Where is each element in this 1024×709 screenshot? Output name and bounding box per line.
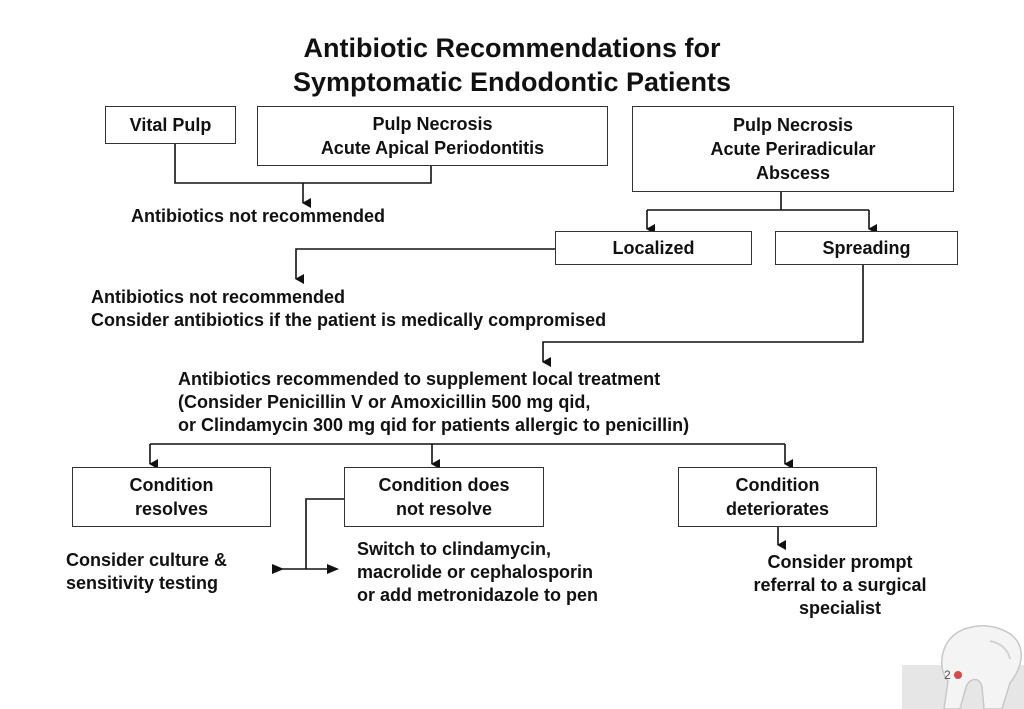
pulp-necrosis-abscess-box: Pulp Necrosis Acute Periradicular Absces… [632,106,954,192]
localized-label: Localized [612,238,695,258]
culture-line-2: sensitivity testing [66,573,219,593]
title-line-2: Symptomatic Endodontic Patients [292,67,732,97]
pulp-necrosis-abscess-line-3: Abscess [755,163,831,183]
culture-testing-text: Consider culture & sensitivity testing [66,549,227,595]
switch-line-1: Switch to clindamycin, [357,539,552,559]
recommended-line-2: (Consider Penicillin V or Amoxicillin 50… [178,392,591,412]
antibiotics-recommended-text: Antibiotics recommended to supplement lo… [178,368,689,437]
pulp-necrosis-aap-line-2: Acute Apical Periodontitis [320,138,545,158]
referral-line-2: referral to a surgical [753,575,927,595]
pulp-necrosis-aap-box: Pulp Necrosis Acute Apical Periodontitis [257,106,608,166]
condition-deteriorates-line-1: Condition [735,475,820,495]
pulp-necrosis-aap-line-1: Pulp Necrosis [372,114,493,134]
condition-resolves-box: Condition resolves [72,467,271,527]
localized-outcome-line-2: Consider antibiotics if the patient is m… [91,310,607,330]
localized-outcome-text: Antibiotics not recommended Consider ant… [91,286,606,332]
condition-deteriorates-box: Condition deteriorates [678,467,877,527]
switch-antibiotic-text: Switch to clindamycin, macrolide or ceph… [357,538,598,607]
not-resolve-connector [305,498,344,569]
title-line-1: Antibiotic Recommendations for [303,33,721,63]
referral-line-3: specialist [798,598,882,618]
localized-connector [295,248,555,284]
spreading-box: Spreading [775,231,958,265]
switch-line-2: macrolide or cephalosporin [357,562,594,582]
spreading-label: Spreading [822,238,911,258]
condition-deteriorates-line-2: deteriorates [725,499,830,519]
condition-not-resolve-box: Condition does not resolve [344,467,544,527]
switch-line-3: or add metronidazole to pen [357,585,599,605]
vital-pulp-box: Vital Pulp [105,106,236,144]
pulp-necrosis-abscess-line-1: Pulp Necrosis [732,115,854,135]
tooth-logo-icon [902,625,1024,709]
vital-pulp-label: Vital Pulp [129,115,212,135]
condition-resolves-line-2: resolves [134,499,209,519]
recommended-line-1: Antibiotics recommended to supplement lo… [178,369,661,389]
referral-line-1: Consider prompt [767,552,913,572]
referral-text: Consider prompt referral to a surgical s… [722,551,958,620]
spreading-connector [542,265,864,367]
diagram-title: Antibiotic Recommendations for Symptomat… [0,31,1024,99]
condition-resolves-line-1: Condition [129,475,214,495]
localized-box: Localized [555,231,752,265]
page-number: 2 [944,668,951,682]
localized-outcome-line-1: Antibiotics not recommended [91,287,346,307]
culture-line-1: Consider culture & [66,550,228,570]
condition-not-resolve-line-1: Condition does [378,475,510,495]
not-recommended-text: Antibiotics not recommended [131,206,386,226]
recommended-line-3: or Clindamycin 300 mg qid for patients a… [178,415,690,435]
pulp-necrosis-abscess-line-2: Acute Periradicular [710,139,876,159]
condition-not-resolve-line-2: not resolve [395,499,493,519]
